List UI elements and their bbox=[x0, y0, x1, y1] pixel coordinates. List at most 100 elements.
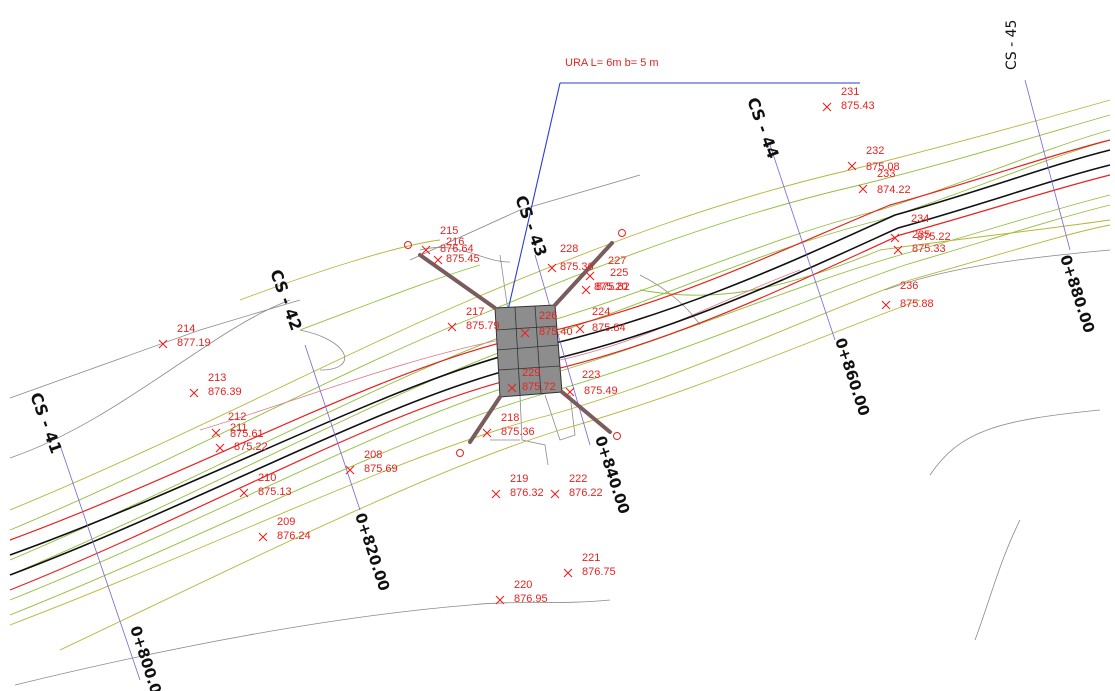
survey-point: 220 876.95 bbox=[495, 579, 548, 605]
cs-label: CS - 45 bbox=[1004, 20, 1020, 70]
survey-point: 226 875.40 bbox=[520, 310, 573, 338]
svg-text:875.72: 875.72 bbox=[522, 381, 556, 393]
svg-text:220: 220 bbox=[514, 579, 532, 591]
svg-text:876.95: 876.95 bbox=[514, 593, 548, 605]
svg-text:875.13: 875.13 bbox=[258, 486, 292, 498]
wingwall-marker-nw bbox=[404, 241, 412, 249]
wingwall-sw bbox=[468, 395, 502, 444]
survey-point: 218 875.36 bbox=[482, 412, 535, 438]
wingwall-se bbox=[560, 390, 612, 434]
survey-point: 219 876.32 bbox=[491, 473, 544, 499]
svg-text:217: 217 bbox=[466, 306, 484, 318]
svg-text:228: 228 bbox=[560, 243, 578, 255]
svg-text:875.69: 875.69 bbox=[364, 463, 398, 475]
culvert-annotation: URA L= 6m b= 5 m bbox=[565, 57, 659, 69]
survey-point: 216 875.45 bbox=[433, 236, 480, 265]
survey-point: 227 875.82 bbox=[581, 255, 630, 295]
cs-label: CS - 41 bbox=[26, 390, 66, 456]
survey-point: 210 875.13 bbox=[239, 472, 292, 498]
svg-text:211: 211 bbox=[230, 422, 248, 434]
svg-text:212: 212 bbox=[228, 411, 246, 423]
svg-text:229: 229 bbox=[522, 367, 540, 379]
survey-point: 231 875.43 bbox=[822, 86, 875, 112]
survey-point: 229 875.72 bbox=[507, 367, 556, 393]
survey-point: 217 875.79 bbox=[447, 306, 500, 332]
svg-text:876.32: 876.32 bbox=[510, 487, 544, 499]
svg-text:875.88: 875.88 bbox=[900, 298, 934, 310]
road-edges bbox=[9, 139, 1111, 591]
survey-point: 222 876.22 bbox=[550, 473, 603, 499]
svg-text:876.24: 876.24 bbox=[277, 530, 311, 542]
chainage-label: 0+860.00 bbox=[831, 336, 873, 418]
svg-text:876.75: 876.75 bbox=[582, 566, 616, 578]
survey-point: 213 876.39 bbox=[189, 372, 242, 398]
svg-text:875.40: 875.40 bbox=[539, 326, 573, 338]
survey-point: 221 876.75 bbox=[563, 552, 616, 578]
svg-text:877.19: 877.19 bbox=[177, 337, 211, 349]
svg-text:210: 210 bbox=[258, 472, 276, 484]
svg-text:233: 233 bbox=[877, 168, 895, 180]
survey-point: 208 875.69 bbox=[345, 449, 398, 475]
svg-text:874.22: 874.22 bbox=[877, 184, 911, 196]
svg-text:875.79: 875.79 bbox=[466, 320, 500, 332]
svg-text:875.84: 875.84 bbox=[592, 322, 626, 334]
svg-text:875.61: 875.61 bbox=[230, 428, 264, 440]
svg-text:875.36: 875.36 bbox=[560, 261, 594, 273]
svg-text:875.43: 875.43 bbox=[841, 100, 875, 112]
svg-text:875.22: 875.22 bbox=[234, 441, 268, 453]
survey-point: 233 874.22 bbox=[858, 168, 911, 196]
svg-text:234: 234 bbox=[911, 213, 929, 225]
survey-point: 235 875.33 bbox=[893, 229, 946, 255]
svg-text:213: 213 bbox=[208, 372, 226, 384]
svg-text:216: 216 bbox=[446, 236, 464, 248]
survey-point: 236 875.88 bbox=[881, 280, 934, 310]
svg-text:875.33: 875.33 bbox=[912, 243, 946, 255]
svg-text:875.82: 875.82 bbox=[596, 281, 630, 293]
svg-text:222: 222 bbox=[569, 473, 587, 485]
svg-text:221: 221 bbox=[582, 552, 600, 564]
survey-point: 209 876.24 bbox=[258, 516, 311, 542]
road-centerline bbox=[9, 149, 1111, 576]
svg-text:227: 227 bbox=[608, 255, 626, 267]
svg-text:208: 208 bbox=[364, 449, 382, 461]
survey-point: 212 875.22 bbox=[215, 411, 268, 453]
svg-text:219: 219 bbox=[510, 473, 528, 485]
wingwall-marker-ne bbox=[618, 229, 626, 237]
svg-text:225: 225 bbox=[610, 267, 628, 279]
svg-text:876.39: 876.39 bbox=[208, 386, 242, 398]
wingwall-marker-sw bbox=[456, 449, 464, 457]
survey-point: 228 875.36 bbox=[547, 243, 594, 273]
svg-text:215: 215 bbox=[440, 225, 458, 237]
svg-text:875.45: 875.45 bbox=[446, 253, 480, 265]
svg-text:209: 209 bbox=[277, 516, 295, 528]
svg-text:235: 235 bbox=[912, 229, 930, 241]
chainage-label: 0+880.00 bbox=[1056, 253, 1098, 335]
svg-text:231: 231 bbox=[841, 86, 859, 98]
svg-text:236: 236 bbox=[900, 280, 918, 292]
survey-point: 225 875.20 bbox=[585, 267, 628, 293]
svg-text:218: 218 bbox=[501, 412, 519, 424]
svg-text:875.08: 875.08 bbox=[866, 161, 900, 173]
wingwall-marker-se bbox=[613, 432, 621, 440]
survey-point: 214 877.19 bbox=[158, 323, 211, 349]
svg-text:232: 232 bbox=[866, 145, 884, 157]
svg-text:223: 223 bbox=[582, 369, 600, 381]
svg-text:875.20: 875.20 bbox=[594, 281, 628, 293]
survey-point: 215 876.64 bbox=[421, 225, 474, 255]
svg-text:875.36: 875.36 bbox=[501, 426, 535, 438]
svg-text:876.22: 876.22 bbox=[569, 487, 603, 499]
chainage-label: 0+820.00 bbox=[351, 511, 393, 593]
wingwall-nw bbox=[418, 253, 497, 310]
chainage-label: 0+840.00 bbox=[591, 434, 633, 516]
culvert-structure bbox=[404, 229, 626, 457]
cs-label: CS - 44 bbox=[743, 95, 783, 161]
svg-text:214: 214 bbox=[177, 323, 195, 335]
svg-text:876.64: 876.64 bbox=[440, 243, 474, 255]
svg-text:226: 226 bbox=[539, 310, 557, 322]
